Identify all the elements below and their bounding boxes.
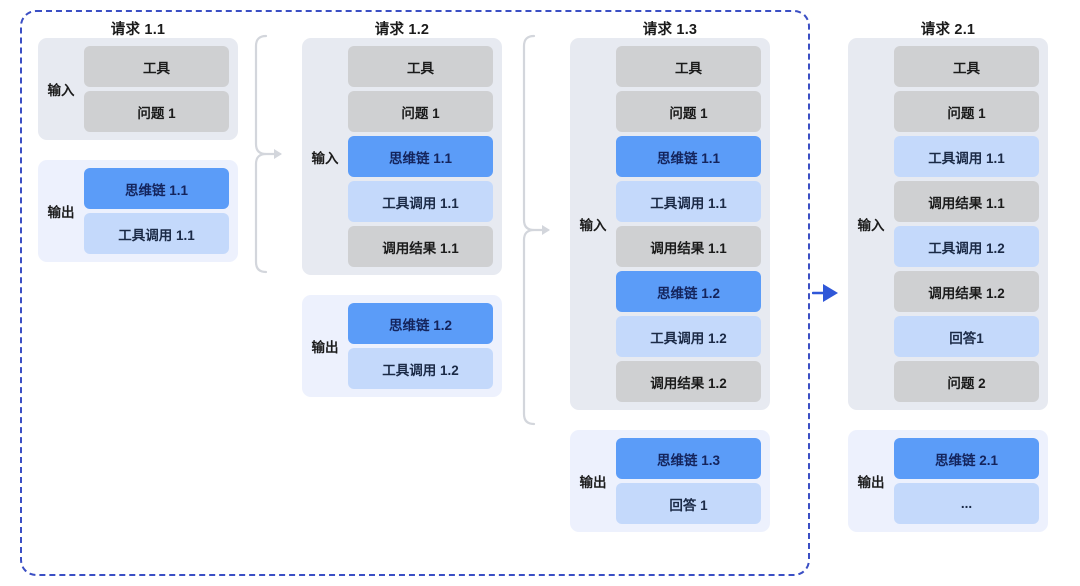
column-title: 请求 1.2 (374, 22, 430, 38)
message-block[interactable]: 思维链 1.1 (616, 136, 761, 177)
message-block[interactable]: 调用结果 1.1 (348, 226, 493, 267)
input-group-label: 输入 (311, 150, 339, 166)
message-block[interactable]: 思维链 1.2 (348, 303, 493, 344)
message-block[interactable]: 调用结果 1.1 (616, 226, 761, 267)
message-block[interactable]: 问题 2 (894, 361, 1039, 402)
message-block[interactable]: ... (894, 483, 1039, 524)
column-title: 请求 1.1 (110, 22, 166, 38)
message-block[interactable]: 工具调用 1.2 (894, 226, 1039, 267)
message-block[interactable]: 回答 1 (616, 483, 761, 524)
output-group-label: 输出 (47, 205, 75, 220)
message-block[interactable]: 工具调用 1.2 (348, 348, 493, 389)
input-group-label: 输入 (579, 218, 607, 233)
message-block[interactable]: 思维链 1.1 (84, 168, 229, 209)
message-block[interactable]: 工具调用 1.1 (616, 181, 761, 222)
message-block[interactable]: 思维链 1.3 (616, 438, 761, 479)
message-block[interactable]: 思维链 2.1 (894, 438, 1039, 479)
input-item-list: 工具问题 1 (84, 46, 229, 132)
output-group-label: 输出 (857, 475, 885, 490)
message-block[interactable]: 调用结果 1.2 (616, 361, 761, 402)
input-group-label: 输入 (47, 83, 75, 98)
message-block[interactable]: 工具 (616, 46, 761, 87)
message-block[interactable]: 工具 (348, 46, 493, 87)
message-block[interactable]: 调用结果 1.2 (894, 271, 1039, 312)
message-block[interactable]: 回答1 (894, 316, 1039, 357)
connector-brace-2 (520, 34, 554, 426)
output-group: 输出思维链 2.1... (848, 430, 1048, 532)
message-block[interactable]: 问题 1 (616, 91, 761, 132)
message-block[interactable]: 问题 1 (894, 91, 1039, 132)
input-group: 输入工具问题 1 (38, 38, 238, 140)
output-group-label: 输出 (579, 475, 607, 490)
message-block[interactable]: 工具 (84, 46, 229, 87)
message-block[interactable]: 工具调用 1.2 (616, 316, 761, 357)
input-group-label: 输入 (857, 218, 885, 233)
output-group-label: 输出 (311, 340, 339, 355)
message-block[interactable]: 工具调用 1.1 (348, 181, 493, 222)
message-block[interactable]: 思维链 1.2 (616, 271, 761, 312)
message-block[interactable]: 问题 1 (84, 91, 229, 132)
output-item-list: 思维链 2.1... (894, 438, 1039, 524)
connector-brace-1 (252, 34, 286, 274)
connector-session-arrow (812, 281, 842, 305)
message-block[interactable]: 工具 (894, 46, 1039, 87)
message-block[interactable]: 思维链 1.1 (348, 136, 493, 177)
message-block[interactable]: 工具调用 1.1 (84, 213, 229, 254)
message-block[interactable]: 调用结果 1.1 (894, 181, 1039, 222)
column-title: 请求 2.1 (920, 22, 976, 38)
message-block[interactable]: 工具调用 1.1 (894, 136, 1039, 177)
column-title: 请求 1.3 (642, 22, 698, 38)
message-block[interactable]: 问题 1 (348, 91, 493, 132)
